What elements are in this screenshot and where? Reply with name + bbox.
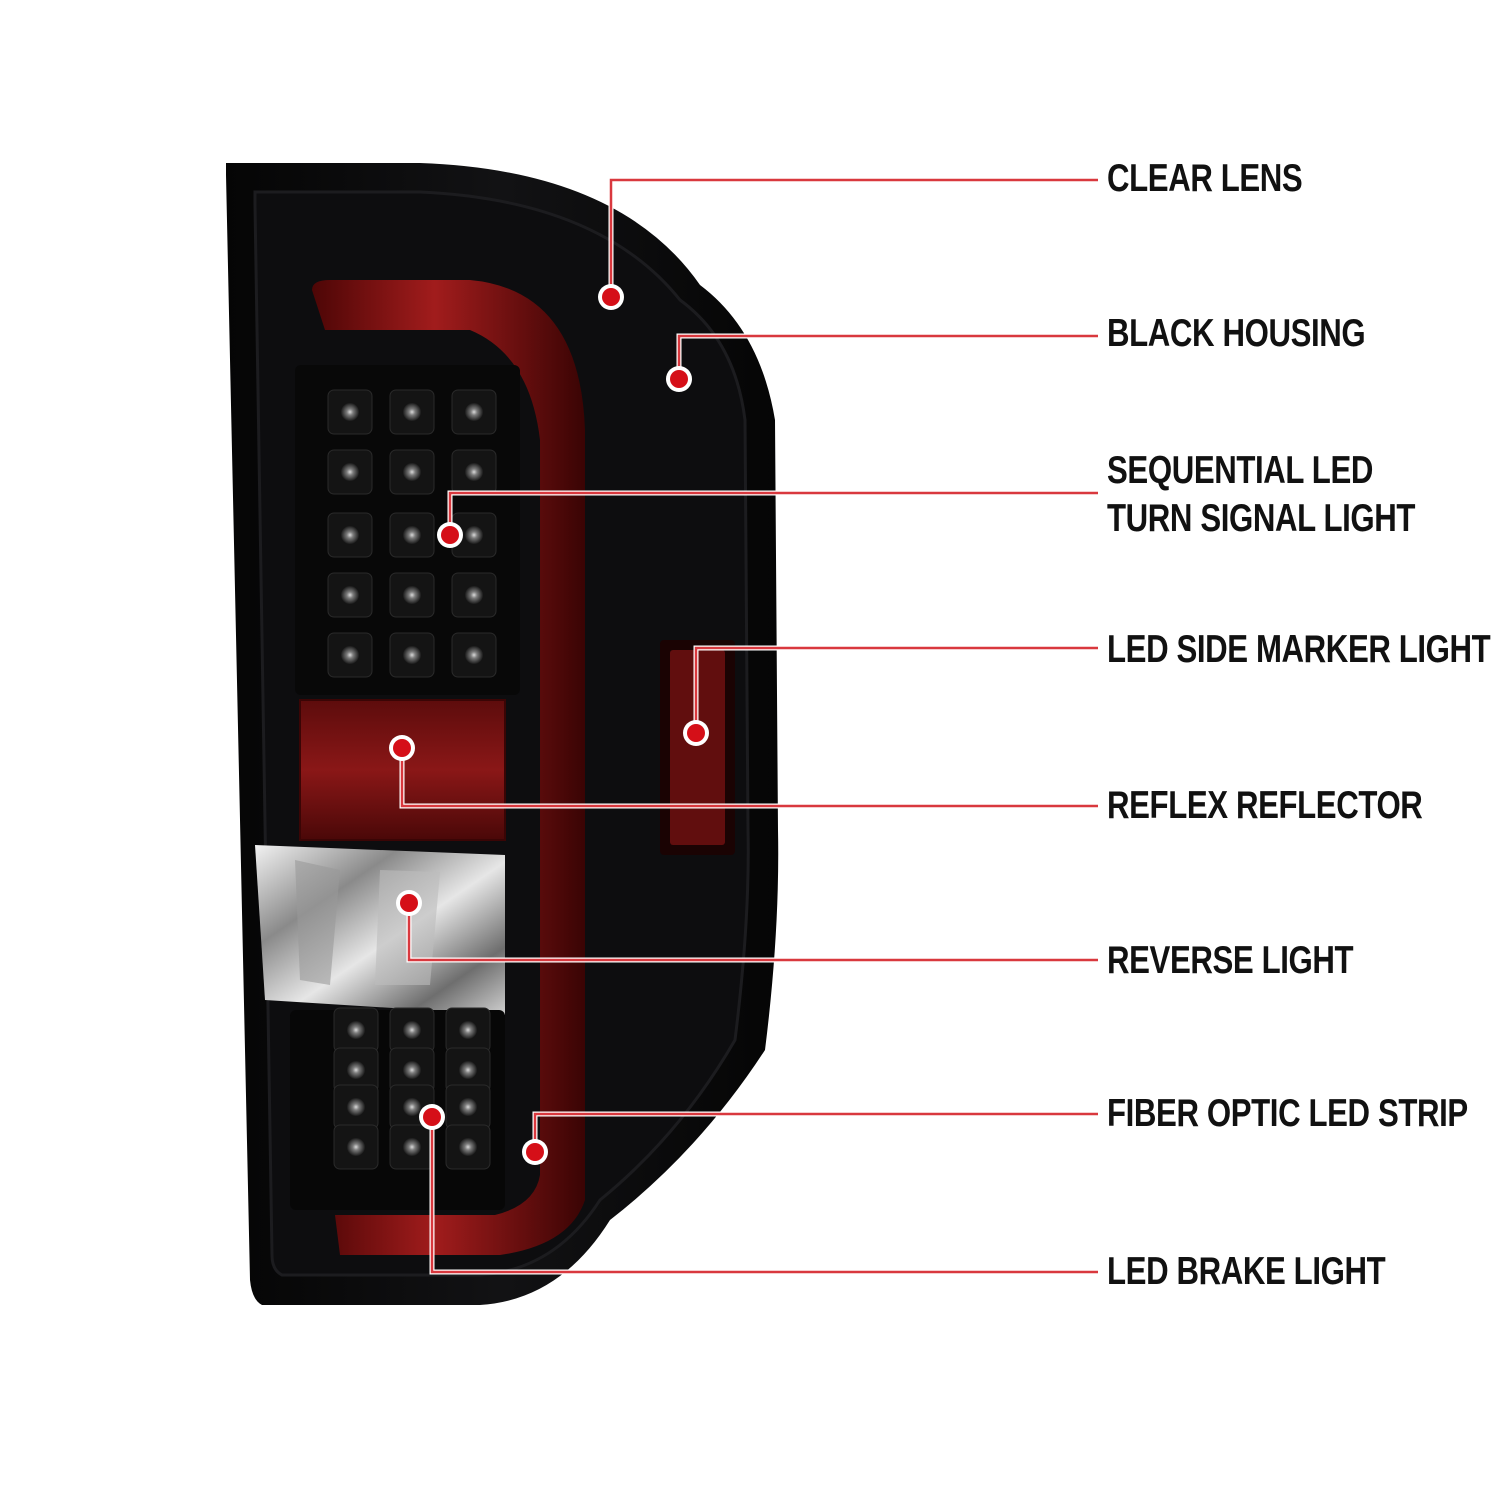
reverse-light-label: REVERSE LIGHT (1107, 937, 1354, 985)
lower-led-led (347, 1098, 365, 1116)
clear-lens-label-line: CLEAR LENS (1107, 157, 1303, 200)
black-housing-leader-line (677, 334, 1098, 379)
lower-led-led (459, 1138, 477, 1156)
clear-lens-marker-dot (602, 288, 620, 306)
fiber-optic-marker-dot (526, 1143, 544, 1161)
upper-led-led (403, 463, 421, 481)
lower-led-led (403, 1061, 421, 1079)
side-marker-leader-line (694, 646, 1098, 733)
reflex-reflector-marker-dot (393, 739, 411, 757)
lower-led-led (347, 1021, 365, 1039)
brake-light-leader-line (430, 1117, 1098, 1274)
callout-dots (389, 284, 709, 1165)
upper-led-led (341, 463, 359, 481)
brake-light-label: LED BRAKE LIGHT (1107, 1248, 1386, 1296)
sequential-led-label: SEQUENTIAL LED TURN SIGNAL LIGHT (1107, 447, 1415, 543)
clear-lens-leader-line (609, 178, 1098, 297)
lower-led-led (403, 1138, 421, 1156)
brake-light-marker-dot (423, 1108, 441, 1126)
lower-led-led (459, 1098, 477, 1116)
lower-led-led (403, 1021, 421, 1039)
lower-led-led (403, 1098, 421, 1116)
fiber-optic-label-line: FIBER OPTIC LED STRIP (1107, 1092, 1468, 1135)
reverse-light-marker-dot (400, 894, 418, 912)
callout-lines (399, 177, 1098, 1275)
upper-led-led (403, 403, 421, 421)
reverse-light-label-line: REVERSE LIGHT (1107, 939, 1354, 982)
reverse-light-leader-line (407, 903, 1098, 962)
lower-led-led (347, 1061, 365, 1079)
upper-led-led (465, 403, 483, 421)
upper-led-led (465, 463, 483, 481)
reflex-reflector-label-line: REFLEX REFLECTOR (1107, 784, 1423, 827)
lower-led-led (459, 1021, 477, 1039)
lower-led-led (347, 1138, 365, 1156)
clear-lens-label: CLEAR LENS (1107, 155, 1303, 203)
black-housing-label: BLACK HOUSING (1107, 310, 1366, 358)
side-marker-lens (670, 650, 725, 845)
sequential-led-label-line: SEQUENTIAL LED (1107, 449, 1373, 492)
reflex-reflector-label: REFLEX REFLECTOR (1107, 782, 1423, 830)
upper-led-led (341, 403, 359, 421)
upper-led-led (341, 586, 359, 604)
upper-led-led (403, 646, 421, 664)
upper-led-grid (327, 389, 497, 678)
sequential-led-label-line: TURN SIGNAL LIGHT (1107, 497, 1416, 540)
black-housing-label-line: BLACK HOUSING (1107, 312, 1366, 355)
sequential-led-leader-line (448, 491, 1098, 535)
side-marker-label: LED SIDE MARKER LIGHT (1107, 626, 1491, 674)
lower-led-led (459, 1061, 477, 1079)
upper-led-led (403, 586, 421, 604)
sequential-led-marker-dot (441, 526, 459, 544)
upper-led-led (465, 586, 483, 604)
upper-led-led (403, 526, 421, 544)
fiber-optic-label: FIBER OPTIC LED STRIP (1107, 1090, 1468, 1138)
side-marker-marker-dot (687, 724, 705, 742)
lower-led-grid (333, 1007, 491, 1170)
fiber-optic-strip (312, 280, 585, 1255)
side-marker-label-line: LED SIDE MARKER LIGHT (1107, 628, 1491, 671)
black-housing-marker-dot (670, 370, 688, 388)
brake-light-label-line: LED BRAKE LIGHT (1107, 1250, 1386, 1293)
upper-led-led (341, 646, 359, 664)
upper-led-led (465, 526, 483, 544)
upper-led-led (341, 526, 359, 544)
reflex-reflector-leader-line (400, 748, 1098, 808)
upper-led-led (465, 646, 483, 664)
